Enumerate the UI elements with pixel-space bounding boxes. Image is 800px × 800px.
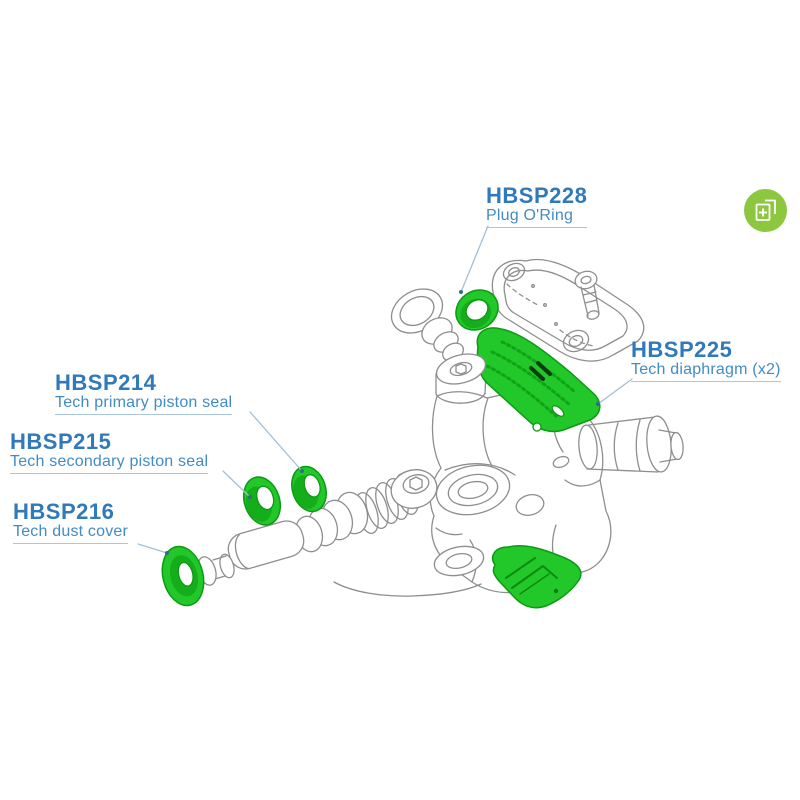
piston-body bbox=[227, 520, 305, 570]
part-label-hbsp214[interactable]: HBSP214 Tech primary piston seal bbox=[55, 370, 233, 415]
piston-assembly bbox=[197, 469, 438, 586]
master-cylinder-body bbox=[333, 371, 684, 597]
part-diaphragm-lower[interactable] bbox=[491, 544, 582, 609]
part-label-hbsp225[interactable]: HBSP225 Tech diaphragm (x2) bbox=[631, 338, 781, 382]
part-plug-o-ring[interactable] bbox=[448, 282, 506, 338]
part-number[interactable]: HBSP228 bbox=[486, 183, 588, 208]
diaphragm-marking bbox=[529, 366, 545, 381]
lid-bolt bbox=[574, 270, 600, 320]
zoom-expand-icon bbox=[744, 189, 787, 232]
part-description[interactable]: Plug O'Ring bbox=[486, 207, 574, 225]
leader-lines bbox=[137, 225, 633, 555]
part-dust-cover[interactable] bbox=[156, 542, 209, 610]
part-description[interactable]: Tech primary piston seal bbox=[55, 394, 233, 412]
part-label-hbsp216[interactable]: HBSP216 Tech dust cover bbox=[13, 499, 129, 544]
bore-plug bbox=[390, 469, 438, 509]
part-label-hbsp215[interactable]: HBSP215 Tech secondary piston seal bbox=[10, 429, 209, 474]
part-secondary-piston-seal[interactable] bbox=[238, 472, 286, 529]
leader-hbsp216 bbox=[137, 543, 168, 554]
part-diaphragm-upper[interactable] bbox=[476, 327, 601, 433]
part-number[interactable]: HBSP215 bbox=[10, 429, 112, 454]
piston-ridges bbox=[294, 491, 369, 553]
part-description[interactable]: Tech secondary piston seal bbox=[10, 453, 209, 471]
leader-hbsp215 bbox=[222, 470, 251, 498]
reservoir-lid bbox=[491, 258, 645, 362]
leader-hbsp225 bbox=[597, 378, 633, 405]
part-primary-piston-seal[interactable] bbox=[286, 462, 332, 516]
part-number[interactable]: HBSP225 bbox=[631, 337, 733, 362]
leader-hbsp228 bbox=[460, 225, 489, 293]
zoom-button[interactable] bbox=[743, 188, 788, 233]
part-label-hbsp228[interactable]: HBSP228 Plug O'Ring bbox=[486, 183, 588, 228]
part-description[interactable]: Tech dust cover bbox=[13, 523, 129, 541]
part-description[interactable]: Tech diaphragm (x2) bbox=[631, 361, 781, 379]
leader-hbsp214 bbox=[249, 411, 303, 472]
lever-pivot-stack bbox=[390, 288, 487, 385]
part-number[interactable]: HBSP214 bbox=[55, 370, 157, 395]
diaphragm-marking bbox=[536, 361, 552, 376]
part-number[interactable]: HBSP216 bbox=[13, 499, 115, 524]
